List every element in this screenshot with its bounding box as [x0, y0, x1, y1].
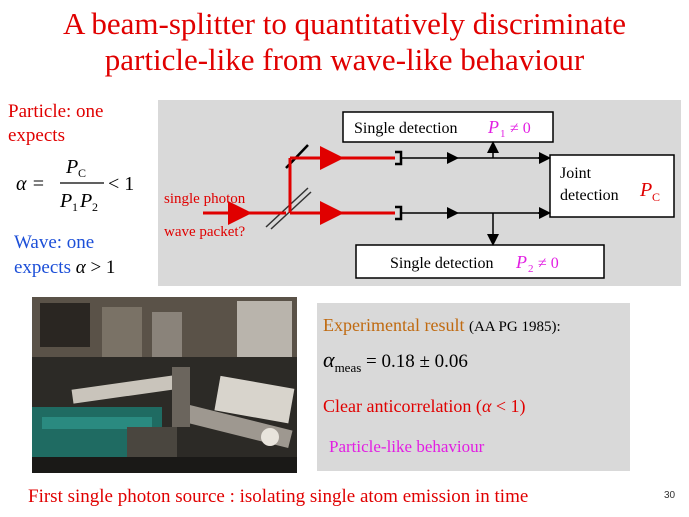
- formula-lhs: α =: [16, 173, 45, 195]
- alpha-symbol: α: [323, 347, 335, 372]
- anticorr-prefix: Clear anticorrelation (: [323, 396, 482, 416]
- particle-expectation: Particle: one expects: [8, 100, 104, 148]
- formula-rhs: < 1: [108, 173, 134, 195]
- beam-splitter-line-1: [266, 188, 308, 227]
- formula-den-2-sub: 2: [92, 200, 98, 214]
- single-photon-label: single photon: [164, 191, 246, 207]
- p1-neq: ≠ 0: [510, 120, 531, 137]
- wave-alpha: α: [76, 257, 86, 278]
- footer-caption: First single photon source : isolating s…: [28, 486, 528, 508]
- anticorr-suffix: < 1): [496, 396, 526, 416]
- particle-line-1: Particle: one: [8, 100, 104, 124]
- wave-packet-label: wave packet?: [164, 224, 246, 240]
- detection-label: detection: [560, 187, 619, 204]
- alpha-formula: α = P C P 1 P 2 < 1: [14, 150, 149, 220]
- joint-label: Joint: [560, 165, 592, 182]
- title-line-1: A beam-splitter to quantitatively discri…: [0, 6, 689, 42]
- p2-sub: 2: [528, 263, 534, 275]
- result-reference: (AA PG 1985):: [469, 319, 561, 335]
- formula-den-1-sub: 1: [72, 200, 78, 214]
- result-heading-text: Experimental result: [323, 315, 464, 335]
- slide-title: A beam-splitter to quantitatively discri…: [0, 6, 689, 78]
- p1-sub: 1: [500, 128, 506, 140]
- pc-sub: C: [652, 190, 660, 204]
- pc-symbol: P: [639, 179, 652, 201]
- formula-numerator: P: [65, 156, 78, 178]
- formula-den-1: P: [59, 190, 72, 212]
- wave-gt-one: > 1: [90, 257, 115, 278]
- single-detection-bottom-label: Single detection: [390, 255, 494, 272]
- lab-photo: [32, 297, 297, 473]
- anticorrelation: Clear anticorrelation (α < 1): [323, 396, 526, 417]
- p2-neq: ≠ 0: [538, 255, 559, 272]
- single-detection-top-label: Single detection: [354, 120, 458, 137]
- beam-splitter-diagram: Single detection P 1 ≠ 0 Joint detection…: [158, 100, 681, 286]
- wave-expects: expects: [14, 257, 71, 278]
- wave-line-1: Wave: one: [14, 230, 115, 255]
- alpha-sub: meas: [335, 360, 362, 375]
- particle-behaviour: Particle-like behaviour: [329, 437, 484, 457]
- alpha-measured: αmeas = 0.18 ± 0.06: [323, 347, 468, 376]
- p1-symbol: P: [487, 117, 499, 137]
- detector-upper: [395, 152, 401, 164]
- formula-numerator-sub: C: [78, 166, 86, 180]
- detector-lower: [395, 207, 401, 219]
- formula-den-2: P: [79, 190, 92, 212]
- anticorr-alpha: α: [482, 396, 491, 416]
- p2-symbol: P: [515, 252, 527, 272]
- alpha-value: = 0.18 ± 0.06: [366, 351, 468, 372]
- particle-line-2: expects: [8, 124, 104, 148]
- result-panel: Experimental result (AA PG 1985): αmeas …: [317, 303, 630, 471]
- page-number: 30: [664, 490, 675, 501]
- wave-expectation: Wave: one expects α > 1: [14, 230, 115, 280]
- title-line-2: particle-like from wave-like behaviour: [0, 42, 689, 78]
- result-heading: Experimental result (AA PG 1985):: [323, 315, 561, 336]
- wave-line-2: expects α > 1: [14, 255, 115, 280]
